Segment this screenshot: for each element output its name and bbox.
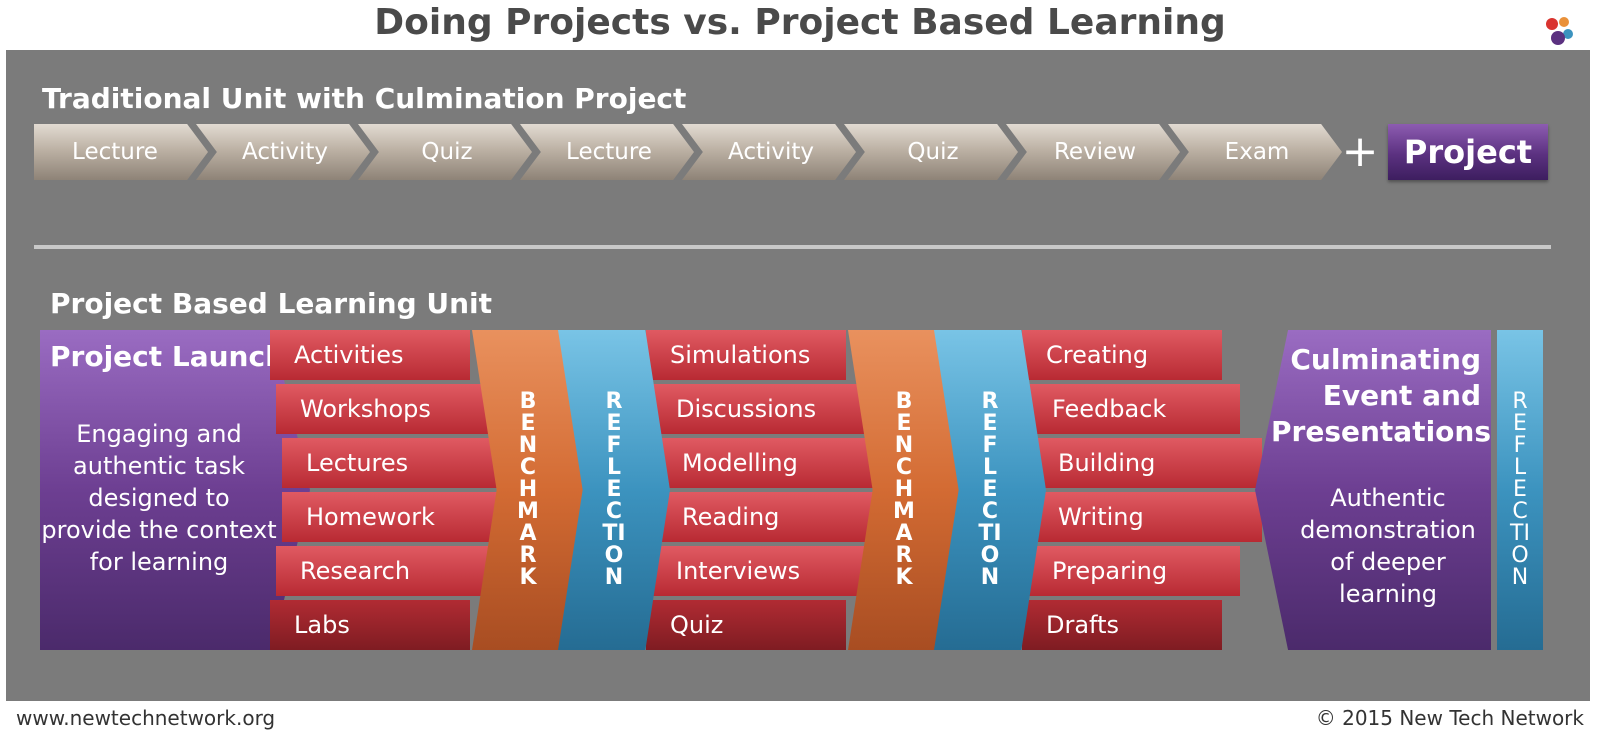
logo-icon [1546, 17, 1573, 45]
stack-2-item-1: Simulations [646, 330, 846, 380]
stack-1-item-3: Lectures [282, 438, 504, 488]
chevron-step-1: Lecture [34, 124, 208, 180]
footer-url[interactable]: www.newtechnetwork.org [16, 706, 276, 730]
page-title: Doing Projects vs. Project Based Learnin… [374, 2, 1226, 43]
culminating-description: Authentic demonstration of deeper learni… [1300, 484, 1476, 608]
stack-3-item-4: Writing [1034, 492, 1262, 542]
stack-2-item-3: Modelling [658, 438, 880, 488]
stack-3-item-1: Creating [1022, 330, 1222, 380]
stack-1-item-5: Research [276, 546, 488, 596]
traditional-heading: Traditional Unit with Culmination Projec… [42, 82, 687, 115]
reflection-band-final: REFLECTION [1497, 330, 1543, 650]
launch-title: Project Launch [50, 340, 286, 373]
project-box: Project [1388, 124, 1548, 180]
culminating-event-block: Culminating Event and Presentations Auth… [1255, 330, 1491, 650]
section-divider [34, 245, 1551, 249]
chevron-step-3: Quiz [358, 124, 532, 180]
chevron-step-6: Quiz [844, 124, 1018, 180]
benchmark-label: BENCHMARK [893, 389, 915, 590]
stack-2-item-6: Quiz [646, 600, 846, 650]
stack-1-item-4: Homework [282, 492, 504, 542]
stack-2-item-5: Interviews [652, 546, 864, 596]
stack-3-item-5: Preparing [1028, 546, 1240, 596]
reflection-label: REFLECTION [978, 389, 1002, 590]
footer-copyright: © 2015 New Tech Network [1315, 706, 1584, 730]
pbl-heading: Project Based Learning Unit [50, 287, 493, 320]
stack-2-item-2: Discussions [652, 384, 864, 434]
chevron-step-5: Activity [682, 124, 856, 180]
chevron-step-7: Review [1006, 124, 1180, 180]
chevron-step-2: Activity [196, 124, 370, 180]
stack-1-item-2: Workshops [276, 384, 488, 434]
stack-3-item-3: Building [1034, 438, 1262, 488]
reflection-label: REFLECTION [1510, 389, 1530, 590]
stack-2-item-4: Reading [658, 492, 880, 542]
chevron-step-4: Lecture [520, 124, 694, 180]
reflection-label: REFLECTION [602, 389, 626, 590]
stack-3-item-6: Drafts [1022, 600, 1222, 650]
benchmark-label: BENCHMARK [517, 389, 539, 590]
reflection-band-1: REFLECTION [558, 330, 670, 650]
stack-1-item-1: Activities [270, 330, 470, 380]
launch-description: Engaging and authentic task designed to … [41, 420, 277, 576]
chevron-step-8: Exam [1168, 124, 1342, 180]
project-launch-block: Project Launch Engaging and authentic ta… [40, 330, 310, 650]
plus-sign: + [1341, 126, 1379, 177]
reflection-band-2: REFLECTION [934, 330, 1046, 650]
stack-1-item-6: Labs [270, 600, 470, 650]
stack-3-item-2: Feedback [1028, 384, 1240, 434]
benchmark-band-2: BENCHMARK [848, 330, 960, 650]
culminating-title: Culminating Event and Presentations [1271, 343, 1492, 448]
